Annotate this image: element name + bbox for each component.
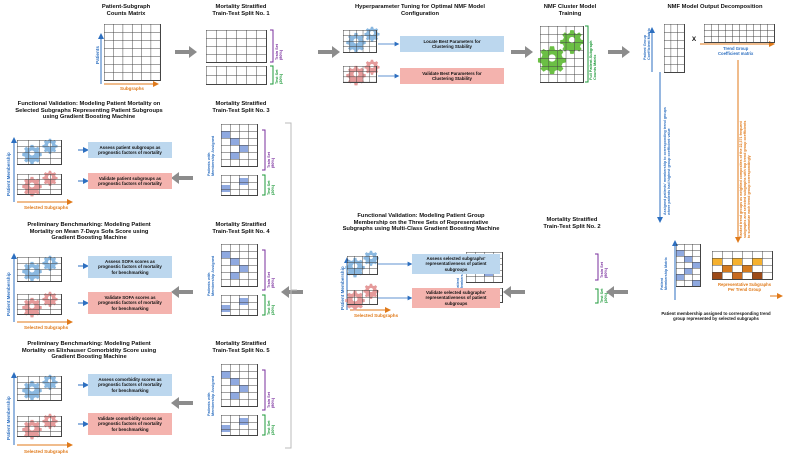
split4-train-label: Train Set (80%) [267,271,275,288]
decomposition-title: NMF Model Output Decomposition [667,4,763,10]
row2-validate-box: Validate SOFA scores as prognostic facto… [88,292,172,314]
patient-membership-matrix [676,244,701,287]
validate-parameters-box: Validate Best Parameters for Clustering … [400,68,504,84]
row3-validate-box: Validate comorbidity scores as prognosti… [88,413,172,435]
assigned-membership-text: Assigned patients' membership to corresp… [663,107,671,215]
row3-test-grid [17,416,62,437]
representative-subgraphs-grid [712,251,773,280]
functional-validation-title: Functional Validation: Modeling Patient … [342,213,500,233]
locate-parameters-box: Locate Best Parameters for Clustering St… [400,36,504,52]
test-set-label: Test Set (20%) [275,69,283,85]
matrix-title: Patient-Subgraph Counts Matrix [101,4,151,17]
split2-test-label: Test Set (20%) [600,288,608,304]
split5-test-label: Test Set (20%) [267,420,275,436]
row2-train-grid [17,257,62,282]
row2-selected-subgraphs-label: Selected Subgraphs [24,325,69,330]
split1-title: Mortality Stratified Train-Test Split No… [212,4,270,17]
trend-group-matrix [704,24,775,43]
row3-selected-subgraphs-label: Selected Subgraphs [24,449,69,454]
split3-train-grid [221,124,258,167]
row2-title: Preliminary Benchmarking: Modeling Patie… [27,222,151,242]
representative-label: Representative Subgraphs Per Trend Group [718,282,772,292]
full-matrix-label: Full Patient-Subgraph Counts Matrix [589,40,597,80]
row1-validate-box: Validate patient subgroups as prognostic… [88,173,172,189]
split3-test-label: Test Set (20%) [267,180,275,196]
patient-group-matrix [664,24,685,73]
validate-subgraphs-box: Validate selected subgraphs' representat… [412,288,500,308]
membership-caption: Patient membership assigned to correspon… [661,311,771,321]
split4-patients-label: Patients with Membership Assigned [207,255,215,296]
split1-test-grid [206,66,267,85]
row1-patient-membership-label: Patient Membership [6,152,11,196]
split5-title: Mortality Stratified Train-Test Split No… [212,341,270,354]
hyper-train-grid [343,30,377,53]
row2-patient-membership-label: Patient Membership [6,272,11,316]
split4-test-label: Test Set (20%) [267,300,275,316]
split5-train-grid [221,364,258,407]
middle-patient-membership-label: Patient Membership [340,266,345,310]
hyperparameter-title: Hyperparameter Tuning for Optimal NMF Mo… [354,4,485,17]
subgraphs-label: Subgraphs [120,86,144,91]
counts-matrix [104,24,161,81]
middle-train-grid [347,256,378,275]
split3-title: Mortality Stratified Train-Test Split No… [212,101,270,114]
row1-test-grid [17,174,62,195]
row1-assess-box: Assess patient subgroups as prognostic f… [88,142,172,158]
split5-train-label: Train Set (80%) [267,391,275,408]
split5-test-grid [221,415,258,436]
trend-group-label: Trend Group Coefficient matrix [718,46,754,56]
multiply-symbol: X [691,36,697,43]
split3-patients-label: Patients with Membership Assigned [207,135,215,176]
middle-selected-subgraphs-label: Selected Subgraphs [354,313,399,318]
row1-train-grid [17,140,62,165]
left-bracket [285,122,297,449]
row2-test-grid [17,294,62,315]
row1-title: Functional Validation: Modeling Patient … [15,101,163,121]
row1-selected-subgraphs-label: Selected Subgraphs [24,205,69,210]
split2-train-label: Train Set (80%) [600,261,608,278]
row3-title: Preliminary Benchmarking: Modeling Patie… [21,341,157,361]
nmf-matrix [540,26,584,83]
train-set-label: Train Set (80%) [275,43,283,60]
split3-train-label: Train Set (80%) [267,151,275,168]
row2-assess-box: Assess SOFA scores as prognostic factors… [88,256,172,278]
patient-group-matrix-label: Patient Group Coefficient Matrix [643,28,651,60]
patients-label: Patients [95,46,100,64]
assess-subgraphs-box: Assess selected subgraphs' representativ… [412,254,500,274]
split2-title: Mortality Stratified Train-Test Split No… [543,217,601,230]
split4-title: Mortality Stratified Train-Test Split No… [212,222,270,235]
split3-test-grid [221,175,258,196]
flow-arrows [171,46,630,409]
split5-patients-label: Patients with Membership Assigned [207,375,215,416]
split4-train-grid [221,244,258,287]
membership-matrix-label: Patient Membership Matrix [660,257,668,290]
row3-assess-box: Assess comorbidity scores as prognostic … [88,374,172,396]
nmf-training-title: NMF Cluster Model Training [543,4,597,17]
split1-train-grid [206,30,267,63]
middle-test-grid [347,290,378,305]
hyper-test-grid [343,66,377,83]
row3-train-grid [17,376,62,401]
split4-test-grid [221,295,258,316]
row3-patient-membership-label: Patient Membership [6,396,11,440]
ranked-trend-text: Ranked trend groups as weighted composit… [739,120,751,238]
